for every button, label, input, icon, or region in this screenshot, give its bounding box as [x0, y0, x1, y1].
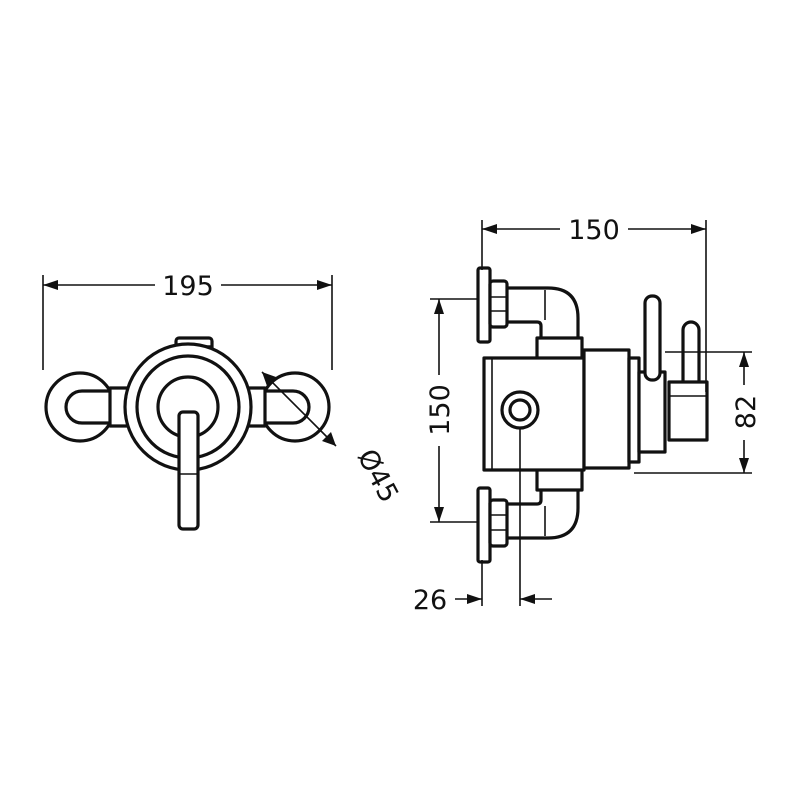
dimension-150-vertical: 150 — [425, 298, 478, 523]
dimension-label-diameter: Ø45 — [351, 444, 404, 508]
dimension-150-horizontal: 150 — [481, 215, 707, 392]
upper-lever — [643, 294, 662, 382]
dimension-label-195: 195 — [162, 271, 214, 302]
dimension-195: 195 — [42, 271, 333, 370]
dimension-label-150-horizontal: 150 — [568, 215, 620, 246]
bottom-inlet-elbow — [504, 486, 580, 540]
front-view: 195 Ø45 — [42, 271, 404, 531]
lever-handle — [177, 410, 200, 531]
dimension-26: 26 — [413, 428, 552, 616]
side-view: 150 150 82 — [413, 215, 762, 616]
front-housing — [582, 348, 667, 470]
dimension-label-150-vertical: 150 — [425, 384, 456, 436]
top-inlet-elbow — [504, 286, 580, 344]
lower-lever — [667, 320, 709, 442]
dimension-label-82: 82 — [731, 395, 762, 429]
dimension-82: 82 — [634, 351, 762, 474]
dimension-label-26: 26 — [413, 585, 447, 616]
valve-body — [482, 356, 586, 472]
bottom-wall-flange — [476, 486, 509, 564]
top-wall-flange — [476, 266, 509, 344]
